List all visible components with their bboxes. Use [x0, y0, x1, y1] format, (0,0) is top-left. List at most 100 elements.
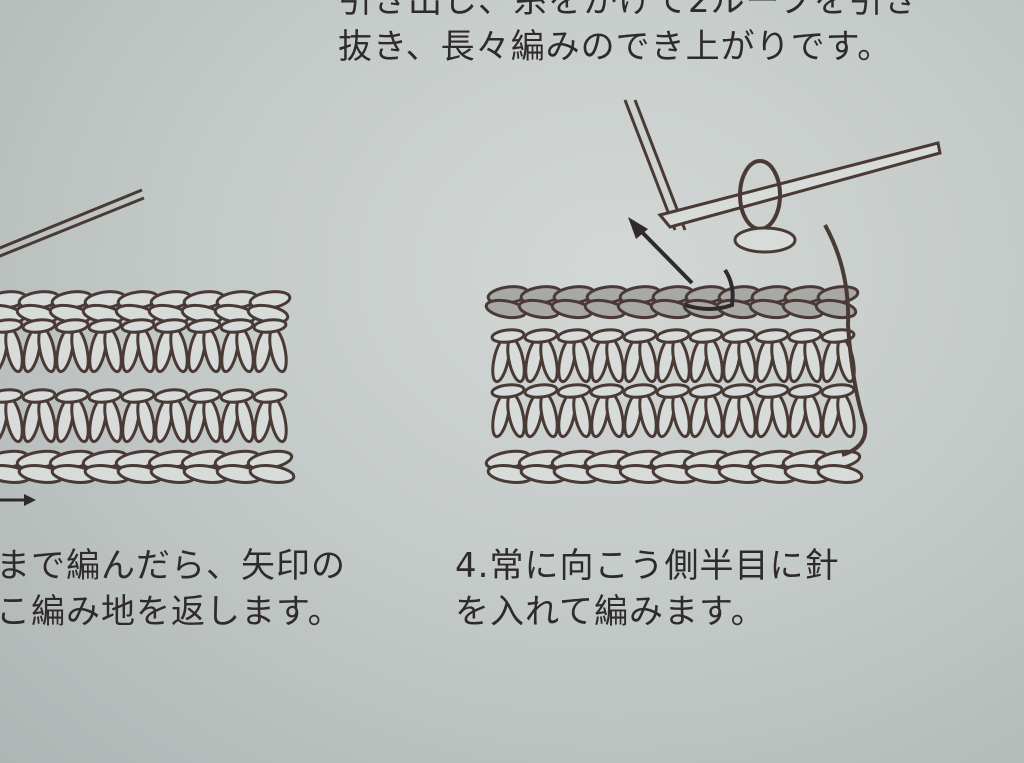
crochet-diagram-left-svg — [0, 188, 296, 506]
stitch — [54, 318, 90, 334]
stitch — [202, 326, 222, 374]
stitch — [721, 383, 757, 399]
stitch — [506, 391, 526, 439]
stitch — [87, 388, 123, 404]
stitch — [770, 391, 790, 439]
crochet-hook-icon — [0, 188, 145, 258]
stitch — [120, 388, 156, 404]
stitch — [153, 318, 189, 334]
stitch — [638, 336, 658, 384]
stitch — [572, 336, 592, 384]
stitch — [37, 396, 57, 444]
stitch — [136, 396, 156, 444]
crochet-hook-icon — [623, 99, 942, 231]
stitch — [803, 391, 823, 439]
stitch — [836, 391, 856, 439]
stitch — [622, 328, 658, 344]
instruction-step4-caption-line2: を入れて編みます。 — [455, 592, 766, 632]
stitch-rows-right — [484, 285, 864, 484]
stitch — [704, 336, 724, 384]
stitch — [589, 383, 625, 399]
stitch — [490, 328, 526, 344]
stitch — [252, 388, 288, 404]
stitch — [539, 336, 559, 384]
stitch — [787, 383, 823, 399]
stitch — [0, 388, 24, 404]
stitch — [70, 396, 90, 444]
stitch — [589, 328, 625, 344]
stitch — [655, 328, 691, 344]
stitch — [103, 326, 123, 374]
stitch — [490, 383, 526, 399]
stitch — [120, 318, 156, 334]
stitch — [556, 328, 592, 344]
stitch — [737, 336, 757, 384]
stitch — [820, 328, 856, 344]
stitch — [186, 388, 222, 404]
stitch — [754, 383, 790, 399]
stitch — [219, 318, 255, 334]
stitch — [235, 326, 255, 374]
stitch — [235, 396, 255, 444]
stitch — [523, 328, 559, 344]
stitch — [4, 326, 24, 374]
instruction-step3-caption-line2: こ編み地を返します。 — [0, 592, 343, 632]
crochet-diagram-left — [0, 180, 300, 510]
stitch — [87, 318, 123, 334]
stitch — [655, 383, 691, 399]
stitch — [787, 328, 823, 344]
stitch — [688, 383, 724, 399]
instruction-step3-caption: まで編んだら、矢印の こ編み地を返します。 — [0, 543, 346, 635]
stitch — [219, 388, 255, 404]
stitch — [539, 391, 559, 439]
stitch — [37, 326, 57, 374]
crochet-diagram-right — [470, 95, 950, 505]
stitch — [70, 326, 90, 374]
stitch — [605, 336, 625, 384]
stitch — [136, 326, 156, 374]
stitch — [4, 396, 24, 444]
stitch — [671, 391, 691, 439]
instruction-step3-line2: 抜き、長々編みのでき上がりです。 — [338, 27, 893, 67]
stitch — [572, 391, 592, 439]
stitch — [721, 328, 757, 344]
stitch — [523, 383, 559, 399]
stitch — [704, 391, 724, 439]
stitch — [169, 396, 189, 444]
instruction-step4-caption: 4.常に向こう側半目に針 を入れて編みます。 — [455, 543, 839, 635]
stitch — [820, 383, 856, 399]
stitch — [816, 464, 864, 484]
stitch — [754, 328, 790, 344]
stitch — [671, 336, 691, 384]
yarn-loop-icon — [733, 159, 868, 457]
stitch — [605, 391, 625, 439]
stitch — [186, 318, 222, 334]
stitch — [770, 336, 790, 384]
stitch — [638, 391, 658, 439]
stitch — [21, 388, 57, 404]
stitch — [169, 326, 189, 374]
stitch — [268, 396, 288, 444]
stitch — [803, 336, 823, 384]
stitch — [202, 396, 222, 444]
stitch — [0, 318, 24, 334]
stitch — [622, 383, 658, 399]
stitch — [252, 318, 288, 334]
stitch — [103, 396, 123, 444]
stitch — [556, 383, 592, 399]
crochet-diagram-right-svg — [484, 99, 942, 484]
stitch — [248, 464, 296, 484]
instruction-step3-caption-line1: まで編んだら、矢印の — [0, 546, 346, 586]
direction-arrow-icon — [0, 494, 36, 506]
stitch — [268, 326, 288, 374]
direction-arrow-icon — [628, 217, 735, 311]
stitch — [21, 318, 57, 334]
stitch-rows-left — [0, 290, 296, 484]
stitch — [737, 391, 757, 439]
stitch — [54, 388, 90, 404]
instruction-step3-line1: 引き出し、糸をかけて2ループを引き — [338, 0, 919, 21]
instruction-step4-caption-line1: 4.常に向こう側半目に針 — [455, 546, 840, 586]
stitch — [153, 388, 189, 404]
stitch — [506, 336, 526, 384]
